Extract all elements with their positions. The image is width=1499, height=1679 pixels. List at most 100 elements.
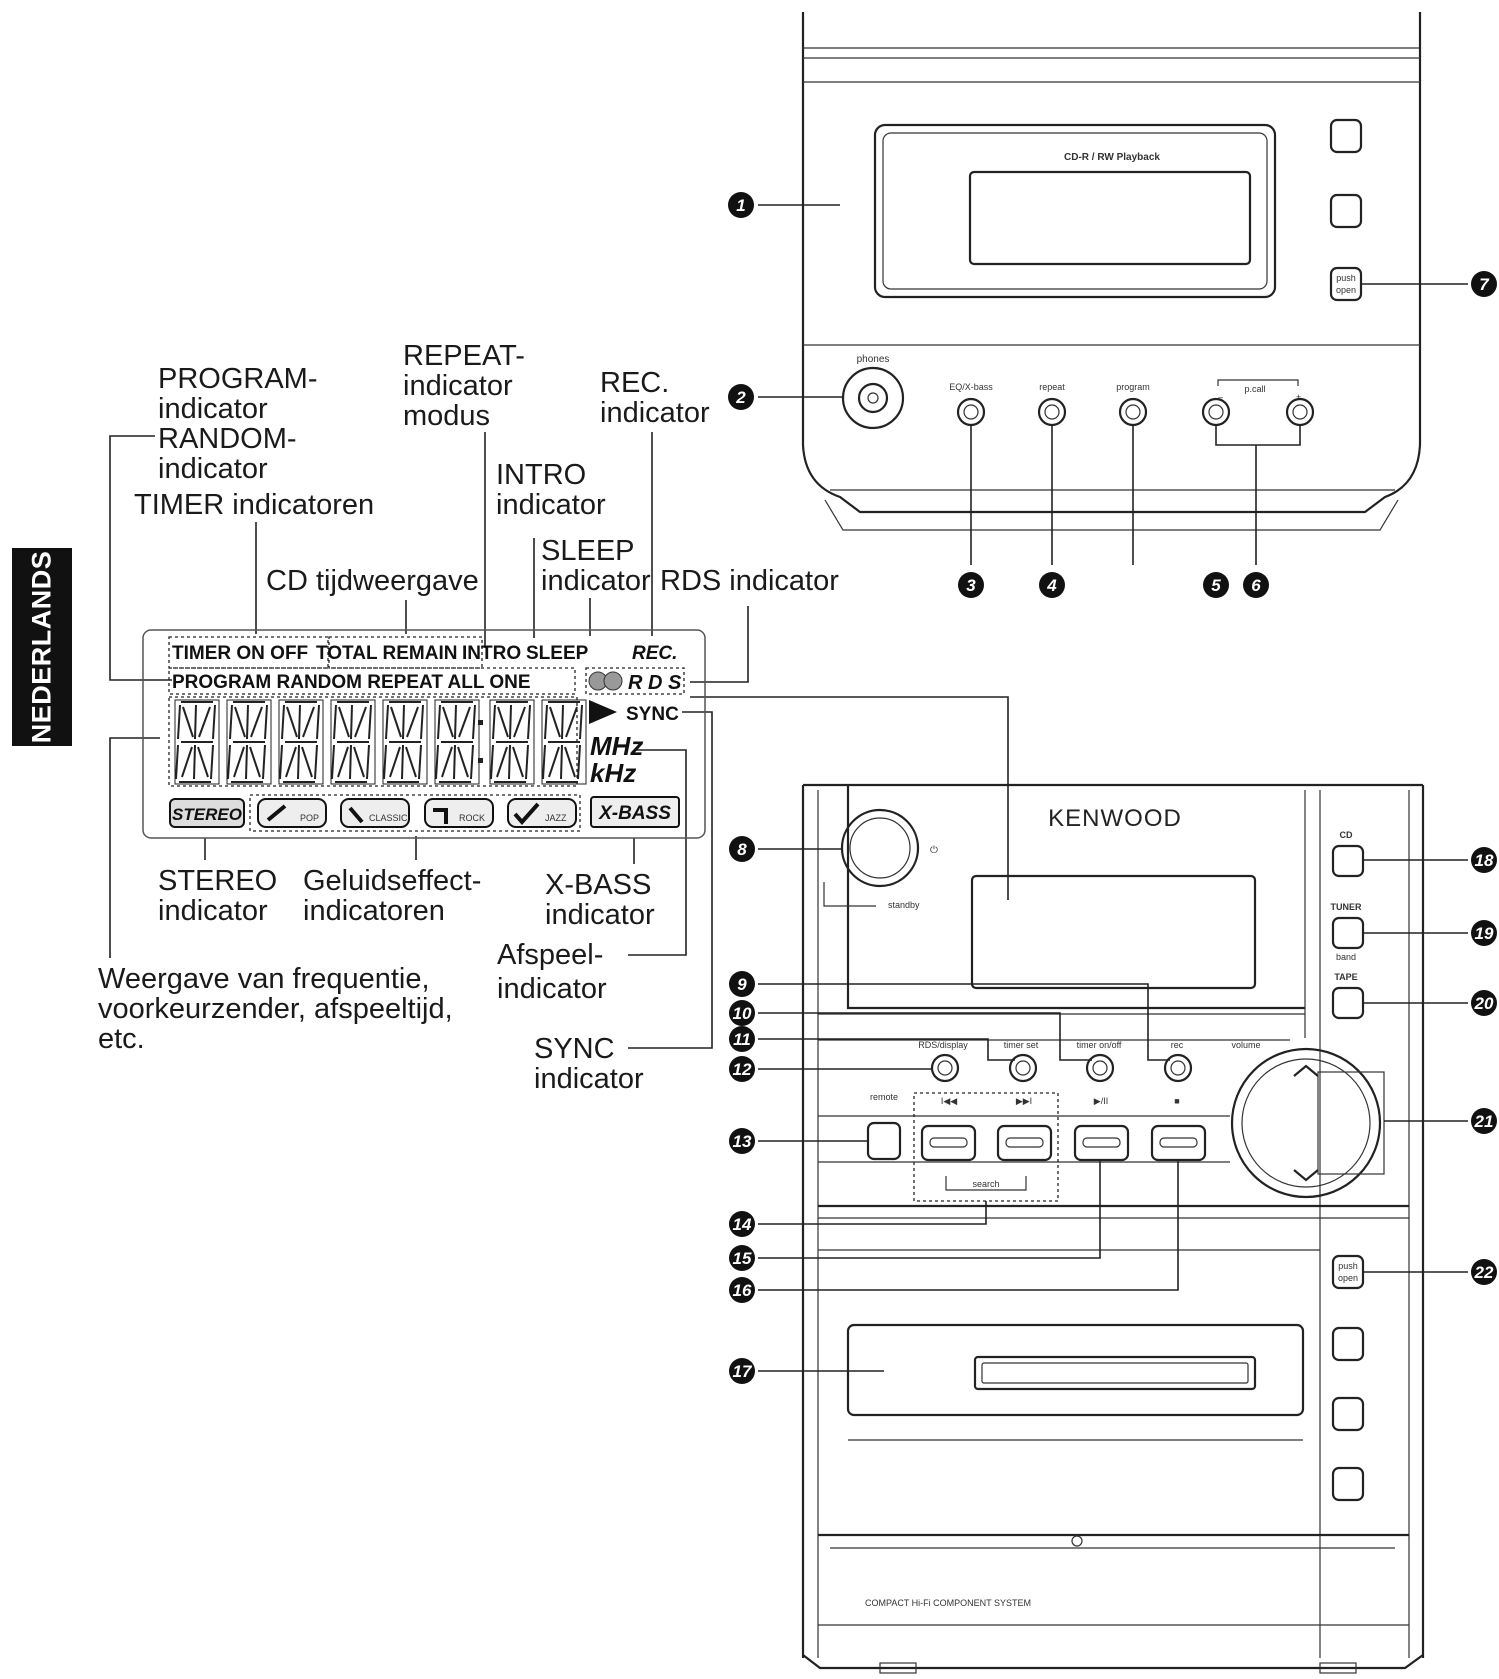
cd-time-callout: CD tijdweergave <box>266 565 479 597</box>
digit-colon <box>478 720 483 763</box>
repeat-button[interactable] <box>1037 397 1067 427</box>
marker-number: 18 <box>1475 851 1494 870</box>
next-label: ▶▶I <box>1016 1096 1032 1106</box>
stop-label: ■ <box>1174 1096 1179 1106</box>
standby-button[interactable] <box>840 808 920 888</box>
cd-button[interactable] <box>1331 844 1365 878</box>
power-icon: ⏻ <box>930 845 938 856</box>
pcall-plus-button[interactable] <box>1285 397 1315 427</box>
side-button-1[interactable] <box>1331 1326 1365 1362</box>
lcd-rec: REC. <box>632 643 677 664</box>
marker-3: 3 <box>958 572 984 598</box>
lcd-program-random-repeat: PROGRAM RANDOM REPEAT ALL ONE <box>172 672 531 693</box>
top-button-2[interactable] <box>1329 193 1363 229</box>
pcall-minus-button[interactable] <box>1201 397 1231 427</box>
lcd-pop: POP <box>300 813 319 823</box>
pcall-label: p.call <box>1244 384 1265 394</box>
push-label-top: push <box>1336 273 1356 283</box>
callout-labels: PROGRAM- indicator RANDOM- indicator TIM… <box>98 340 839 1095</box>
classic-note-icon <box>348 806 364 824</box>
remote-sensor <box>866 1121 902 1161</box>
bottom-label: COMPACT Hi-Fi COMPONENT SYSTEM <box>865 1598 1031 1608</box>
marker-number: 9 <box>737 975 747 994</box>
sleep-callout-1: SLEEP <box>541 535 635 567</box>
language-tab: NEDERLANDS <box>12 548 72 746</box>
xbass-callout-1: X-BASS <box>545 869 651 901</box>
eq-xbass-label: EQ/X-bass <box>949 382 993 392</box>
marker-22: 22 <box>1471 1259 1497 1285</box>
eq-xbass-button[interactable] <box>956 397 986 427</box>
play-callout-1: Afspeel- <box>497 939 603 971</box>
marker-6: 6 <box>1243 572 1269 598</box>
top-button-1[interactable] <box>1329 118 1363 154</box>
marker-13: 13 <box>729 1128 755 1154</box>
tape-slot[interactable] <box>973 1355 1257 1391</box>
lcd-panel: TIMER ON OFF TOTAL REMAIN INTRO SLEEP RE… <box>142 629 706 839</box>
program-button[interactable] <box>1118 397 1148 427</box>
frequency-callout-3: etc. <box>98 1023 145 1055</box>
repeat-callout-3: modus <box>403 400 490 432</box>
marker-21: 21 <box>1471 1108 1497 1134</box>
rds-callout: RDS indicator <box>660 565 839 597</box>
lcd-intro: INTRO <box>462 643 521 664</box>
segment-digit <box>489 699 535 785</box>
play-callout-2: indicator <box>497 973 607 1005</box>
pcall-minus-label: – <box>1218 392 1223 402</box>
timer-indicator-group <box>168 636 329 669</box>
marker-number: 15 <box>733 1249 752 1268</box>
marker-number: 2 <box>735 388 746 407</box>
marker-number: 3 <box>966 576 976 595</box>
side-button-3[interactable] <box>1331 1466 1365 1502</box>
lcd-rds: R D S <box>628 672 682 694</box>
marker-number: 14 <box>733 1215 752 1234</box>
timer-set-button[interactable] <box>1008 1053 1038 1083</box>
standby-label: standby <box>888 900 920 910</box>
tuner-button[interactable] <box>1331 916 1365 950</box>
band-label: band <box>1336 952 1356 962</box>
stop-button[interactable] <box>1150 1124 1207 1162</box>
timer-set-label: timer set <box>1004 1040 1039 1050</box>
play-indicator-icon <box>589 700 617 724</box>
side-button-2[interactable] <box>1331 1396 1365 1432</box>
volume-label: volume <box>1231 1040 1260 1050</box>
tape-button[interactable] <box>1331 986 1365 1020</box>
lcd-classic: CLASSIC <box>369 813 408 823</box>
phones-label: phones <box>857 354 890 365</box>
program-label: program <box>1116 382 1150 392</box>
pop-indicator: POP <box>257 798 327 828</box>
segment-digit <box>226 699 272 785</box>
rds-display-button[interactable] <box>930 1053 960 1083</box>
volume-knob[interactable] <box>1230 1047 1382 1199</box>
prev-button[interactable] <box>920 1124 977 1162</box>
timer-callout: TIMER indicatoren <box>134 489 374 521</box>
marker-5: 5 <box>1203 572 1229 598</box>
segment-digit <box>330 699 376 785</box>
marker-15: 15 <box>729 1245 755 1271</box>
open-label-top: open <box>1336 285 1356 295</box>
repeat-label: repeat <box>1039 382 1065 392</box>
phones-jack[interactable] <box>841 366 905 430</box>
random-callout-1: RANDOM- <box>158 423 297 455</box>
stereo-indicator: STEREO <box>169 798 245 828</box>
marker-number: 21 <box>1474 1112 1494 1131</box>
volume-bracket <box>1317 1071 1385 1175</box>
marker-9: 9 <box>729 971 755 997</box>
lcd-timer-on-off: TIMER ON OFF <box>172 643 308 664</box>
top-unit-leaders <box>758 204 1468 565</box>
classic-indicator: CLASSIC <box>340 798 410 828</box>
marker-number: 17 <box>733 1362 753 1381</box>
play-pause-button[interactable] <box>1073 1124 1130 1162</box>
rec-button[interactable] <box>1163 1053 1193 1083</box>
tape-deck <box>846 1323 1305 1417</box>
marker-20: 20 <box>1471 990 1497 1016</box>
push-open-button-main[interactable] <box>1331 1254 1365 1290</box>
timer-onoff-button[interactable] <box>1085 1053 1115 1083</box>
next-button[interactable] <box>996 1124 1053 1162</box>
main-unit: COMPACT Hi-Fi COMPONENT SYSTEM KENWOOD ⏻… <box>801 783 1425 1674</box>
lcd-mhz: MHz <box>590 731 643 761</box>
marker-number: 13 <box>733 1132 752 1151</box>
push-open-button-top[interactable] <box>1329 266 1363 302</box>
marker-number: 7 <box>1479 275 1490 294</box>
